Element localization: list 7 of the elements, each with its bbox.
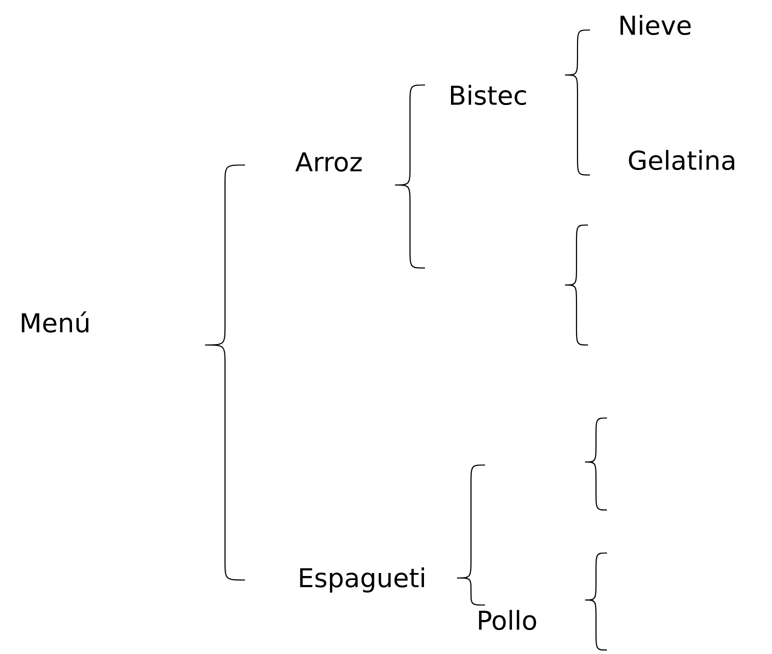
node-label: Arroz xyxy=(295,152,362,172)
node-label: Bistec xyxy=(451,84,526,106)
node-label: Pollo xyxy=(479,610,536,630)
node-label: Nieve xyxy=(620,14,691,36)
node-label: Menú xyxy=(22,311,88,333)
node-label: Espagueti xyxy=(300,567,424,593)
node-label: Gelatina xyxy=(628,150,734,170)
